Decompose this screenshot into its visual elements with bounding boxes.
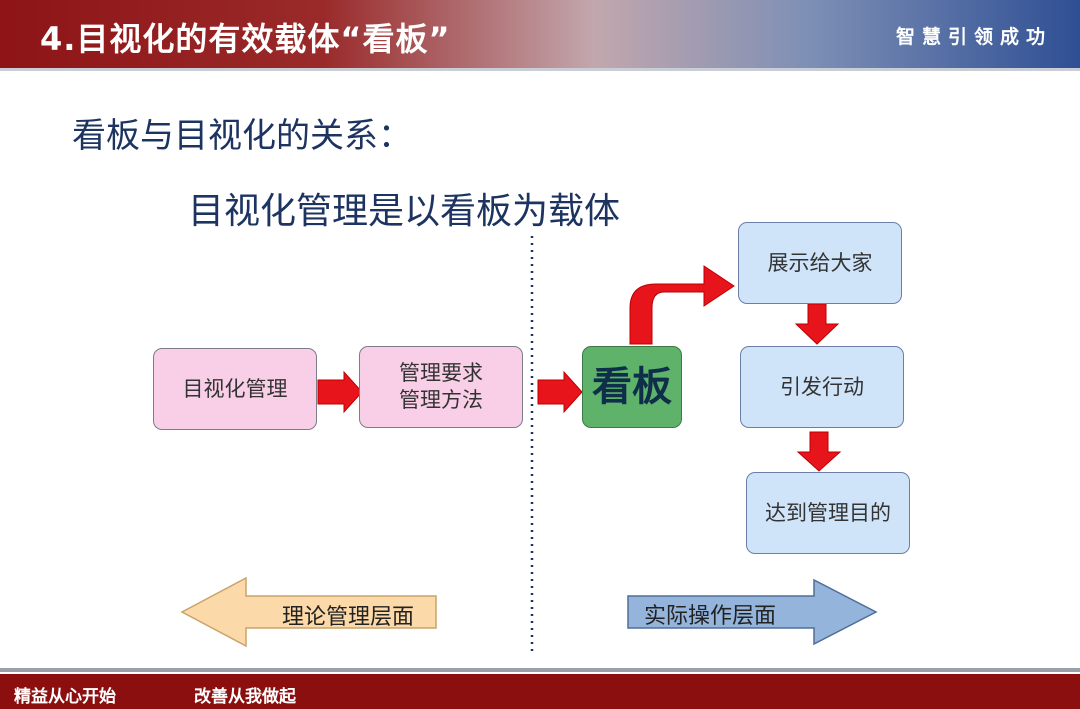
kanban-box: 看板 — [582, 346, 682, 428]
action-box: 引发行动 — [740, 346, 904, 428]
footer-slogan-right: 改善从我做起 — [194, 687, 296, 707]
kanban-label: 看板 — [592, 363, 672, 410]
header-slogan: 智慧引领成功 — [895, 26, 1052, 48]
arrow-right-icon — [317, 370, 363, 414]
header-bar: 4.目视化的有效载体“看板” 智慧引领成功 — [0, 0, 1080, 68]
arrow-down-icon — [794, 303, 840, 345]
header-divider — [0, 68, 1080, 71]
visual-management-label: 目视化管理 — [182, 376, 288, 401]
slide-title: 4.目视化的有效载体“看板” — [40, 20, 451, 58]
methods-label: 管理方法 — [399, 388, 483, 412]
requirements-box: 管理要求 管理方法 — [359, 346, 523, 428]
arrow-down-icon — [796, 431, 842, 472]
curved-arrow-icon — [629, 265, 735, 345]
right-block-arrow — [627, 578, 878, 646]
theory-level-label: 理论管理层面 — [282, 605, 415, 630]
display-label: 展示给大家 — [767, 250, 873, 275]
visual-management-box: 目视化管理 — [153, 348, 317, 430]
footer-bar: 精益从心开始 改善从我做起 — [0, 674, 1080, 709]
arrow-right-icon — [537, 370, 583, 414]
action-label: 引发行动 — [780, 374, 864, 399]
requirements-label: 管理要求 — [399, 361, 483, 385]
goal-label: 达到管理目的 — [765, 500, 891, 525]
headline: 目视化管理是以看板为载体 — [188, 191, 621, 232]
footer-divider — [0, 668, 1080, 672]
left-block-arrow — [180, 576, 437, 648]
section-subtitle: 看板与目视化的关系： — [72, 116, 412, 156]
practice-level-label: 实际操作层面 — [644, 604, 777, 629]
footer-slogan-left: 精益从心开始 — [14, 687, 116, 707]
goal-box: 达到管理目的 — [746, 472, 910, 554]
display-box: 展示给大家 — [738, 222, 902, 304]
